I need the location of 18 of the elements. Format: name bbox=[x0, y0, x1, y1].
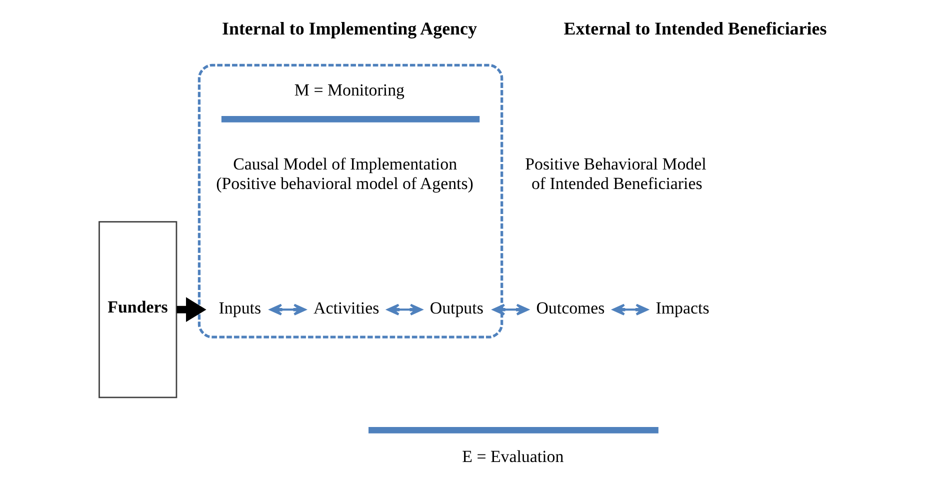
label: Positive Behavioral Model of Intended Beneficiaries bbox=[524, 154, 706, 193]
arrow bbox=[612, 304, 648, 316]
label: E = Evaluation bbox=[462, 446, 564, 466]
node-box: Funders bbox=[98, 221, 177, 398]
arrow bbox=[269, 304, 306, 316]
label: External to Intended Beneficiaries bbox=[563, 18, 826, 39]
label: Causal Model of Implementation (Positive behavioral model of Agents) bbox=[216, 154, 473, 193]
node-text: Activities bbox=[312, 298, 379, 318]
node-text: Inputs bbox=[218, 298, 261, 318]
cluster bbox=[197, 64, 503, 338]
arrow bbox=[492, 304, 528, 316]
arrow bbox=[386, 304, 422, 316]
arrow bbox=[176, 297, 206, 322]
node-text: Impacts bbox=[655, 298, 709, 318]
label: M = Monitoring bbox=[294, 80, 404, 100]
node-text: Outcomes bbox=[536, 298, 604, 318]
label: Internal to Implementing Agency bbox=[221, 18, 477, 39]
node-text: Outputs bbox=[429, 298, 483, 318]
